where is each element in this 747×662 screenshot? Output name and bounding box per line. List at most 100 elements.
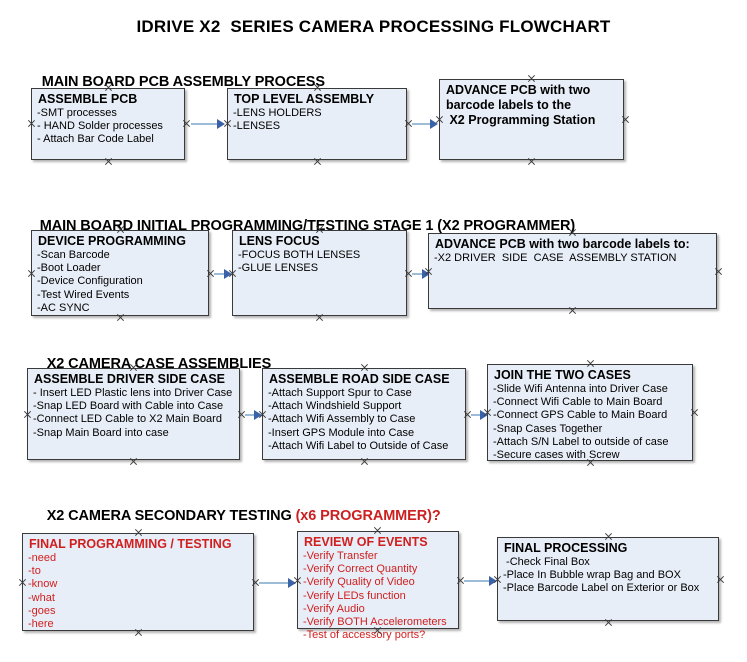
box-final-processing[interactable]: FINAL PROCESSING -Check Final Box -Place… [497,537,719,621]
box-advance-pcb-to-driver-side-case-station[interactable]: ADVANCE PCB with two barcode labels to: … [428,233,717,309]
box-title: JOIN THE TWO CASES [494,368,631,382]
page-title: IDRIVE X2 SERIES CAMERA PROCESSING FLOWC… [136,17,611,36]
connection-handle-top[interactable] [604,532,613,541]
connection-handle-bottom[interactable] [313,157,322,166]
box-line: -Connect GPS Cable to Main Board [493,409,668,422]
connector-driver-case-to-road-case [245,414,259,416]
box-line: -goes [28,604,56,617]
connection-handle-left[interactable] [435,115,444,124]
box-line: -AC SYNC [37,301,90,314]
box-top-level-assembly[interactable]: TOP LEVEL ASSEMBLY -LENS HOLDERS -LENSES [227,88,407,160]
box-assemble-pcb[interactable]: ASSEMBLE PCB -SMT processes - HAND Solde… [31,88,185,160]
box-line: - Attach Bar Code Label [37,133,154,146]
connection-handle-top[interactable] [315,225,324,234]
box-line: -GLUE LENSES [238,262,319,275]
box-line: -Connect LED Cable to X2 Main Board [33,413,222,426]
box-line: -Snap Main Board into case [33,426,169,439]
connection-handle-top[interactable] [527,74,536,83]
connector-final-programming-to-review-of-events [259,582,293,584]
connection-handle-bottom[interactable] [134,628,143,637]
connection-handle-bottom[interactable] [373,626,382,635]
section-heading-main-board-pcb-assembly-process: MAIN BOARD PCB ASSEMBLY PROCESS [26,58,325,106]
connection-handle-right[interactable] [714,267,723,276]
connection-handle-left[interactable] [424,267,433,276]
box-line: -Slide Wifi Antenna into Driver Case [493,383,668,395]
connection-handle-top[interactable] [373,526,382,535]
box-line: -Place Barcode Label on Exterior or Box [503,582,700,595]
box-device-programming[interactable]: DEVICE PROGRAMMING -Scan Barcode -Boot L… [31,230,209,316]
box-title-line-2: barcode labels to the [446,98,572,112]
connection-handle-bottom[interactable] [568,306,577,315]
box-review-of-events[interactable]: REVIEW OF EVENTS -Verify Transfer -Verif… [297,531,459,641]
connection-handle-top[interactable] [568,228,577,237]
box-final-programming-testing[interactable]: FINAL PROGRAMMING / TESTING -need -to -k… [22,533,254,631]
connection-handle-left[interactable] [258,410,267,419]
connection-handle-left[interactable] [483,408,492,417]
connector-review-of-events-to-final-processing [464,580,493,582]
box-line: -Secure cases with Screw [493,449,620,462]
connection-handle-right[interactable] [690,408,699,417]
box-advance-pcb-to-programming-station[interactable]: ADVANCE PCB with two barcode labels to t… [439,79,624,160]
connection-handle-left[interactable] [18,578,27,587]
connection-handle-right[interactable] [716,575,725,584]
connection-handle-bottom[interactable] [116,313,125,322]
connection-handle-top[interactable] [313,83,322,92]
box-line: -Verify BOTH Accelerometers [303,616,447,629]
connection-handle-left[interactable] [493,575,502,584]
box-line: -Insert GPS Module into Case [268,426,415,439]
box-line: -Verify Audio [303,602,365,615]
connection-handle-left[interactable] [293,576,302,585]
connection-handle-bottom[interactable] [360,457,369,466]
box-line: -Connect Wifi Cable to Main Board [493,396,663,409]
box-line: -Snap Cases Together [493,422,603,435]
connection-handle-bottom[interactable] [527,157,536,166]
connection-handle-top[interactable] [104,83,113,92]
connection-handle-bottom[interactable] [586,458,595,467]
box-title: TOP LEVEL ASSEMBLY [234,92,375,106]
connection-handle-right[interactable] [621,115,630,124]
section-heading-text: MAIN BOARD PCB ASSEMBLY PROCESS [41,74,325,90]
connection-handle-top[interactable] [134,528,143,537]
connection-handle-left[interactable] [23,410,32,419]
connection-handle-top[interactable] [360,363,369,372]
box-line: -Test Wired Events [37,288,130,301]
connection-handle-left[interactable] [27,269,36,278]
connection-handle-top[interactable] [129,363,138,372]
connection-handle-right[interactable] [182,119,191,128]
connector-device-programming-to-lens-focus [214,273,229,275]
box-line: -Verify Correct Quantity [303,563,418,576]
box-title: ASSEMBLE PCB [38,92,138,106]
box-line: -Snap LED Board with Cable into Case [33,400,224,413]
box-line: -Attach Wifi Label to Outside of Case [268,439,449,452]
connector-road-case-to-join-cases [471,414,485,416]
connection-handle-bottom[interactable] [315,313,324,322]
connection-handle-top[interactable] [116,225,125,234]
box-assemble-driver-side-case[interactable]: ASSEMBLE DRIVER SIDE CASE - Insert LED P… [27,368,240,460]
box-line: -Verify Quality of Video [303,576,415,589]
connection-handle-bottom[interactable] [129,457,138,466]
box-line: -to [28,565,41,578]
connection-handle-left[interactable] [228,269,237,278]
connector-assemble-pcb-to-top-level-assembly [191,123,221,125]
box-line: -need [28,552,57,564]
box-assemble-road-side-case[interactable]: ASSEMBLE ROAD SIDE CASE -Attach Support … [262,368,466,460]
box-join-the-two-cases[interactable]: JOIN THE TWO CASES -Slide Wifi Antenna i… [487,364,693,461]
connector-arrowhead [430,119,438,129]
box-line: -FOCUS BOTH LENSES [238,249,361,261]
box-line: -Verify Transfer [303,550,378,562]
box-line: - Insert LED Plastic lens into Driver Ca… [33,387,233,399]
connection-handle-left[interactable] [223,119,232,128]
box-line: -Attach Windshield Support [268,400,402,413]
box-title: LENS FOCUS [239,234,320,248]
connector-lens-focus-to-advance-pcb [412,273,427,275]
section-heading-x2-camera-secondary-testing: X2 CAMERA SECONDARY TESTING (x6 PROGRAMM… [31,492,441,540]
connection-handle-left[interactable] [27,119,36,128]
box-line: -here [28,618,54,631]
connection-handle-bottom[interactable] [104,157,113,166]
connection-handle-top[interactable] [586,359,595,368]
connector-arrowhead [217,119,225,129]
box-line: -Verify LEDs function [303,589,406,602]
box-lens-focus[interactable]: LENS FOCUS -FOCUS BOTH LENSES -GLUE LENS… [232,230,407,316]
connection-handle-bottom[interactable] [604,618,613,627]
box-title: REVIEW OF EVENTS [304,535,428,549]
